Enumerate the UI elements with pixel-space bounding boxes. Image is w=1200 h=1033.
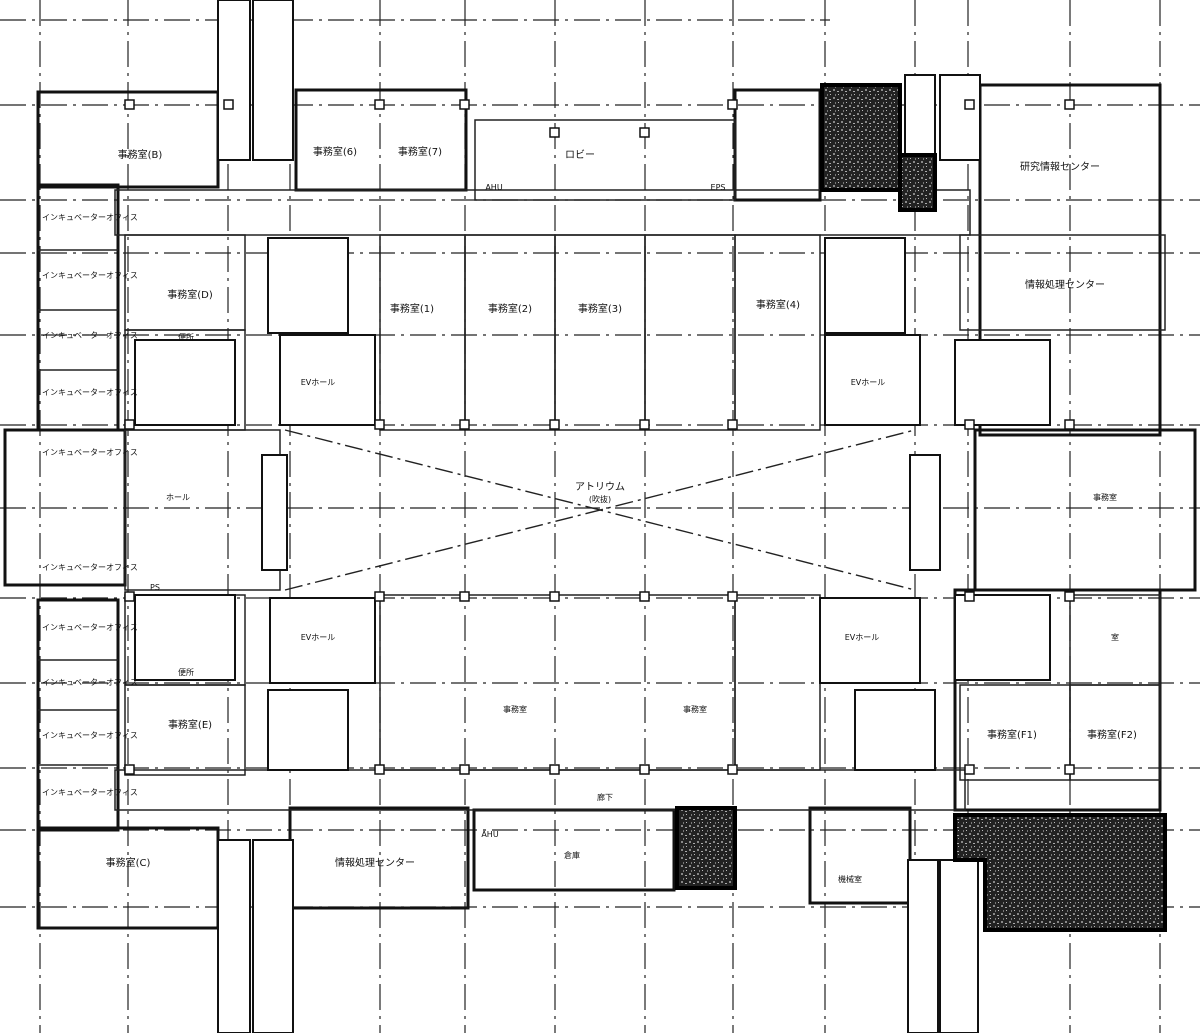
label-restroom-n: 便所	[178, 332, 194, 342]
label-office-room-s1: 事務室	[503, 704, 527, 714]
label-incubator-1: インキュベーターオフィス	[42, 213, 138, 222]
label-ev-hall-ne: EVホール	[851, 378, 886, 387]
label-ps: PS	[150, 583, 160, 592]
label-office-e: 事務室(E)	[168, 718, 212, 731]
incubator-partitions	[38, 249, 118, 766]
label-machine: 機械室	[838, 874, 862, 884]
label-info-center-south: 情報処理センター	[335, 856, 415, 869]
label-office-b: 事務室(B)	[118, 148, 163, 161]
columns	[124, 99, 1075, 775]
label-office-2: 事務室(2)	[488, 302, 532, 315]
label-ev-hall-se: EVホール	[845, 633, 880, 642]
label-office-d: 事務室(D)	[167, 288, 213, 301]
service-cores	[134, 237, 1051, 771]
label-office-room-s2: 事務室	[683, 704, 707, 714]
label-office-6: 事務室(6)	[313, 145, 357, 158]
label-atrium: アトリウム	[575, 481, 625, 493]
label-restroom-s: 便所	[178, 667, 194, 677]
label-office-f2: 事務室(F2)	[1087, 728, 1137, 741]
atrium-void-marker	[284, 429, 916, 591]
label-research-center: 研究情報センター	[1020, 160, 1100, 173]
label-room-se: 室	[1111, 632, 1119, 642]
label-incubator-4: インキュベーターオフィス	[42, 388, 138, 397]
label-office-1: 事務室(1)	[390, 302, 434, 315]
label-hall: ホール	[166, 493, 190, 502]
label-ahu-s: AHU	[481, 830, 498, 839]
label-corridor: 廊下	[597, 792, 613, 802]
label-incubator-10: インキュベーターオフィス	[42, 788, 138, 797]
label-lobby: ロビー	[565, 149, 595, 161]
label-eps: EPS	[711, 183, 726, 192]
incubator-labels: インキュベーターオフィス インキュベーターオフィス インキュベーターオフィス イ…	[42, 213, 138, 797]
label-office-4: 事務室(4)	[756, 298, 800, 311]
label-storage: 倉庫	[564, 850, 580, 860]
label-office-room-east: 事務室	[1093, 492, 1117, 502]
hatched-shafts	[675, 83, 1167, 932]
label-office-3: 事務室(3)	[578, 302, 622, 315]
label-atrium-sub: (吹抜)	[589, 494, 611, 504]
label-incubator-5: インキュベーターオフィス	[42, 448, 138, 457]
label-info-center: 情報処理センター	[1025, 278, 1105, 291]
label-office-c: 事務室(C)	[106, 856, 151, 869]
label-incubator-2: インキュベーターオフィス	[42, 271, 138, 280]
label-incubator-6: インキュベーターオフィス	[42, 563, 138, 572]
label-ev-hall-nw: EVホール	[301, 378, 336, 387]
label-incubator-3: インキュベーターオフィス	[42, 331, 138, 340]
label-ahu-n: AHU	[485, 183, 502, 192]
north-office-row	[124, 234, 1166, 431]
label-incubator-8: インキュベーターオフィス	[42, 678, 138, 687]
room-labels: 事務室(B) 事務室(6) 事務室(7) ロビー 研究情報センター 事務室(D)…	[106, 145, 1137, 884]
label-ev-hall-sw: EVホール	[301, 633, 336, 642]
label-office-f1: 事務室(F1)	[987, 728, 1037, 741]
label-office-7: 事務室(7)	[398, 145, 442, 158]
label-incubator-9: インキュベーターオフィス	[42, 731, 138, 740]
label-incubator-7: インキュベーターオフィス	[42, 623, 138, 632]
